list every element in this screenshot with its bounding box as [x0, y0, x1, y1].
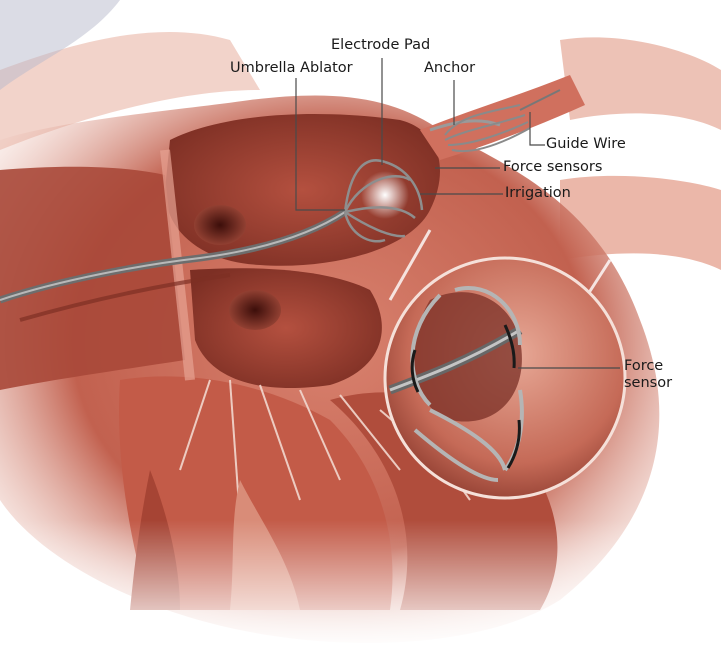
- label-anchor: Anchor: [424, 60, 476, 76]
- label-force-sensor: Force sensor: [624, 358, 673, 391]
- pulmonary-vein: [420, 75, 585, 160]
- lens-force-sensor-marks: [410, 324, 521, 469]
- anchor-device: [444, 104, 531, 152]
- right-upper-vessel: [560, 37, 721, 131]
- label-force-sensors: Force sensors: [503, 159, 603, 175]
- pulmonary-vein-ostium: [194, 205, 246, 245]
- label-guide-wire: Guide Wire: [546, 136, 626, 152]
- lower-vein-ostium: [229, 290, 281, 330]
- upper-vessel: [0, 31, 260, 150]
- label-electrode-pad: Electrode Pad: [331, 37, 431, 53]
- background-vessel: [0, 0, 120, 90]
- label-irrigation: Irrigation: [505, 185, 571, 201]
- guide-wire-leader: [529, 112, 545, 146]
- leader-lines: [295, 58, 620, 369]
- umbrella-ablator-leader: [295, 78, 345, 211]
- label-umbrella-ablator: Umbrella Ablator: [230, 60, 353, 76]
- lower-chamber: [190, 268, 382, 388]
- atrial-septum: [160, 149, 195, 381]
- umbrella-ablator-device: [343, 159, 424, 243]
